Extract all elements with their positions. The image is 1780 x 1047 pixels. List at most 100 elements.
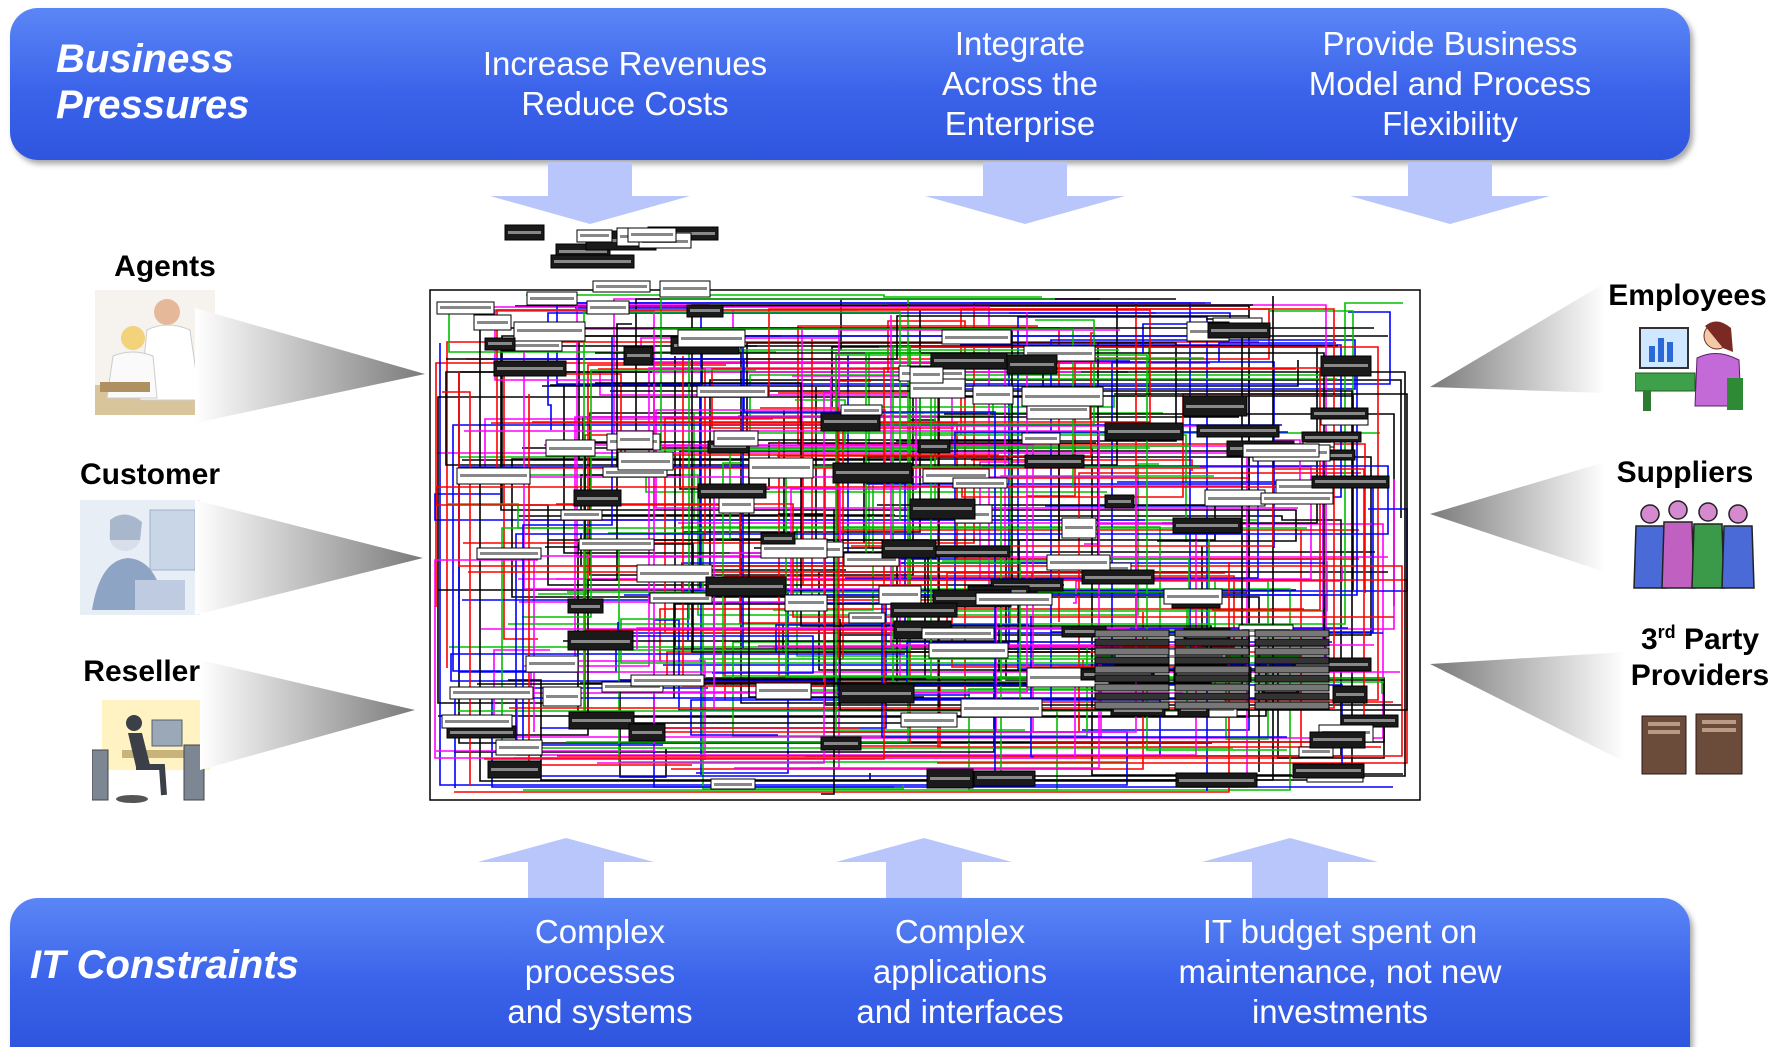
system-box-text-mark xyxy=(1186,405,1244,408)
system-box-text-mark xyxy=(488,342,512,345)
connection-line xyxy=(655,409,1298,509)
connection-line xyxy=(442,391,471,785)
funnel-employees xyxy=(1430,283,1605,393)
connection-line xyxy=(436,310,655,752)
system-box-text-mark xyxy=(620,438,650,441)
connection-line xyxy=(501,527,1233,749)
label-agents: Agents xyxy=(114,250,216,283)
system-box-text-mark xyxy=(590,306,626,309)
connection-line xyxy=(623,346,1384,683)
connection-line xyxy=(654,328,1074,487)
system-box-text-mark xyxy=(1167,595,1219,598)
system-box-text-mark xyxy=(1296,663,1368,666)
up-arrow-3 xyxy=(1202,838,1378,898)
table-block-row xyxy=(1174,647,1250,656)
table-block-row xyxy=(1174,674,1250,683)
connection-line xyxy=(620,349,1350,664)
table-block-row xyxy=(1254,701,1330,710)
connection-line xyxy=(458,371,1403,757)
providers-word: Providers xyxy=(1630,659,1770,692)
connection-line xyxy=(508,296,1274,781)
system-box-text-mark xyxy=(1246,449,1316,452)
system-box-text-mark xyxy=(621,460,670,463)
system-box-text-mark xyxy=(559,250,607,253)
connection-line xyxy=(821,509,835,795)
table-block-row xyxy=(1174,701,1250,710)
funnel-suppliers xyxy=(1430,462,1605,572)
pressure-flexibility: Provide Business Model and Process Flexi… xyxy=(1308,25,1592,142)
system-box-text-mark xyxy=(936,597,1008,600)
system-box-text-mark xyxy=(596,285,647,288)
business-pressures-title: Business Pressures xyxy=(56,37,250,127)
down-arrow-1 xyxy=(490,162,690,224)
connection-line xyxy=(797,325,1366,593)
system-box-text-mark xyxy=(1010,363,1054,366)
system-box-text-mark xyxy=(913,387,962,390)
connection-line xyxy=(492,323,632,736)
system-box-text-mark xyxy=(1065,630,1103,633)
connection-line xyxy=(464,430,1100,769)
table-block-row xyxy=(1254,665,1330,674)
connection-line xyxy=(1275,439,1301,480)
system-box-text-mark xyxy=(1025,437,1057,440)
funnel-resellers xyxy=(200,660,415,770)
customer-photo-icon xyxy=(80,500,200,615)
connection-line xyxy=(839,393,1408,711)
system-box-text-mark xyxy=(580,234,609,237)
system-box-text-mark xyxy=(842,692,911,695)
resellers-desk-icon xyxy=(92,700,210,803)
connection-line xyxy=(608,532,904,790)
system-box-text-mark xyxy=(788,601,824,604)
system-box-text-mark xyxy=(709,585,783,588)
table-block-row xyxy=(1094,674,1170,683)
system-box-text-mark xyxy=(1108,430,1180,433)
it-constraints-title: IT Constraints xyxy=(30,943,299,987)
connection-line xyxy=(1073,567,1343,604)
table-block-row xyxy=(1254,629,1330,638)
table-block-row xyxy=(1174,656,1250,665)
system-box-text-mark xyxy=(1314,412,1365,415)
system-box-text-mark xyxy=(517,329,582,332)
system-box-text-mark xyxy=(681,337,742,340)
system-box-text-mark xyxy=(977,776,1032,779)
complex-integration-diagram xyxy=(429,224,1421,801)
system-box-text-mark xyxy=(1065,526,1093,529)
connection-line xyxy=(537,302,1191,672)
down-arrow-2 xyxy=(925,162,1125,224)
system-box-text-mark xyxy=(1099,567,1128,570)
connection-line xyxy=(851,468,1365,743)
system-box-text-mark xyxy=(1264,497,1330,500)
connection-line xyxy=(905,562,1021,704)
system-box-text-mark xyxy=(930,777,970,780)
connection-line xyxy=(709,379,1402,571)
system-box-text-mark xyxy=(1085,576,1151,579)
system-box-text-mark xyxy=(663,287,707,290)
system-box-text-mark xyxy=(945,336,1008,339)
connection-line xyxy=(544,444,1034,731)
system-box-text-mark xyxy=(640,572,709,575)
label-employees: Employees xyxy=(1608,279,1767,312)
system-box-text-mark xyxy=(1344,719,1395,722)
system-box-text-mark xyxy=(1030,408,1087,411)
constraint-it-budget: IT budget spent on maintenance, not new … xyxy=(1178,913,1502,1030)
system-box-text-mark xyxy=(934,359,1004,362)
system-box-text-mark xyxy=(546,695,578,698)
connection-line xyxy=(660,298,1055,451)
system-box-text-mark xyxy=(1030,676,1106,679)
system-box-text-mark xyxy=(976,393,1010,396)
system-box-text-mark xyxy=(717,437,755,440)
connection-line xyxy=(691,304,1253,653)
third-party-num: 3 xyxy=(1640,623,1658,656)
connection-line xyxy=(598,368,706,539)
system-box-text-mark xyxy=(1208,497,1262,500)
connection-line xyxy=(515,465,1389,751)
system-box-text-mark xyxy=(956,482,1004,485)
table-block-row xyxy=(1174,665,1250,674)
connection-line xyxy=(524,367,1006,667)
system-box-text-mark xyxy=(497,367,563,370)
connection-line xyxy=(1030,616,1034,758)
system-box-text-mark xyxy=(1200,429,1276,432)
constraint-complex-processes: Complex processes and systems xyxy=(507,913,693,1030)
connection-line xyxy=(547,312,1156,430)
system-box-text-mark xyxy=(445,720,509,723)
